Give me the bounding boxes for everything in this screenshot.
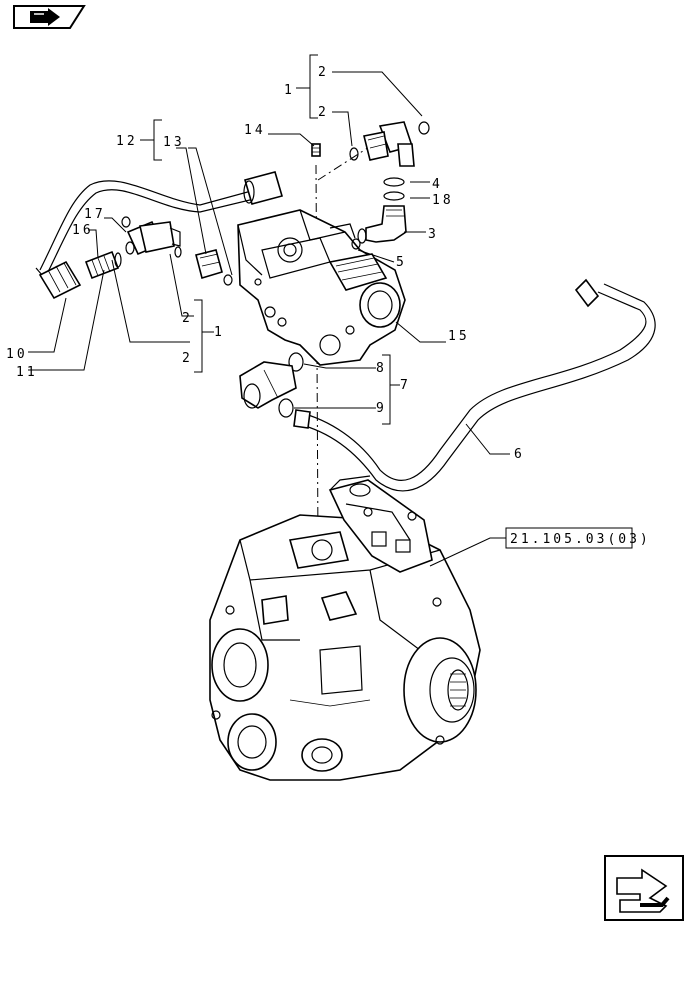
- previous-page-icon[interactable]: [13, 5, 86, 29]
- callout-18: 18: [432, 193, 454, 208]
- hydraulic-pump: [209, 514, 481, 781]
- fitting-13: [195, 249, 233, 286]
- callout-15: 15: [448, 329, 470, 344]
- callout-7: 7: [400, 378, 411, 393]
- tee-1-top: [349, 121, 430, 167]
- callout-17: 17: [84, 207, 106, 222]
- callout-10: 10: [6, 347, 28, 362]
- reference-label: 21.105.03(03): [510, 532, 651, 547]
- leader-lines: [28, 71, 510, 567]
- screw-14: [311, 143, 321, 157]
- callout-8: 8: [376, 361, 387, 376]
- tube-left: [35, 171, 283, 300]
- callout-2: 2: [318, 65, 329, 80]
- reference-box[interactable]: 21.105.03(03): [505, 527, 651, 549]
- callout-6: 6: [514, 447, 525, 462]
- callout-3: 3: [428, 227, 439, 242]
- fitting-16: [84, 250, 122, 280]
- elbow-17: [121, 216, 182, 258]
- callout-1: 1: [284, 83, 295, 98]
- elbow-7: [239, 352, 304, 418]
- elbow-3: [357, 177, 407, 244]
- bracket-1-top: [296, 54, 318, 119]
- valve-block-15: [237, 209, 406, 366]
- callout-13: 13: [163, 135, 185, 150]
- callout-16: 16: [72, 223, 94, 238]
- pump-control-unit: [328, 475, 433, 573]
- callout-2: 2: [318, 105, 329, 120]
- callout-labels: 1 2 2 14 12 13 17 16 4 18 3 5 2 1 2 15 1…: [6, 65, 525, 462]
- bracket-12-13: [140, 119, 162, 161]
- callout-11: 11: [16, 365, 38, 380]
- callout-5: 5: [396, 255, 407, 270]
- callout-4: 4: [432, 177, 443, 192]
- callout-9: 9: [376, 401, 387, 416]
- callout-2: 2: [182, 311, 193, 326]
- callout-1: 1: [214, 325, 225, 340]
- callout-12: 12: [116, 134, 138, 149]
- bracket-1-left: [194, 299, 214, 373]
- tube-6: [293, 278, 656, 492]
- callout-2: 2: [182, 351, 193, 366]
- callout-14: 14: [244, 123, 266, 138]
- bracket-7: [382, 354, 400, 425]
- next-page-icon[interactable]: [604, 855, 684, 921]
